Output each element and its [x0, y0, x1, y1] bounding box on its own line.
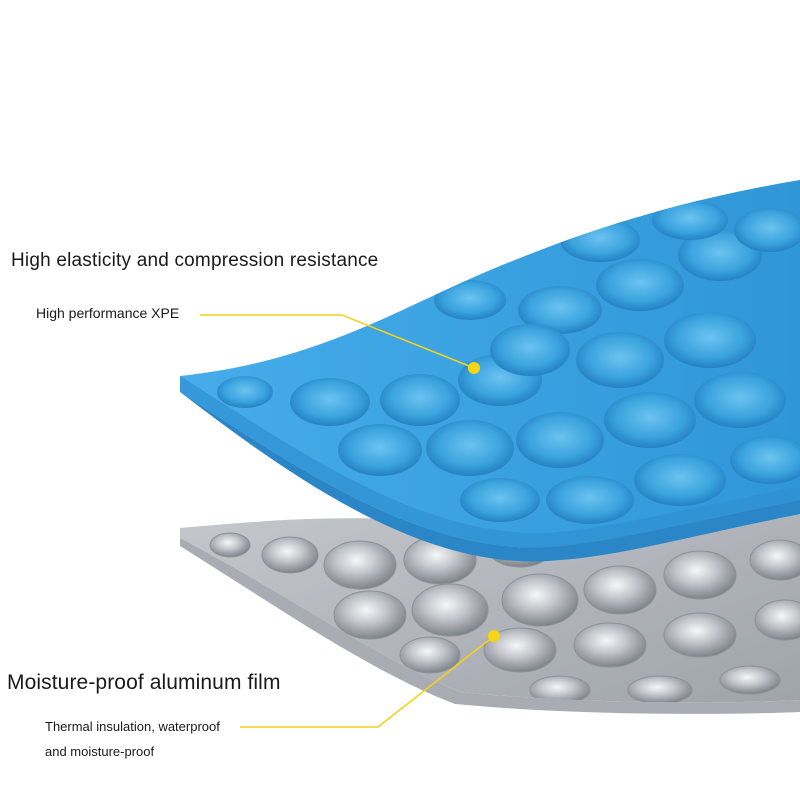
aluminum-bubble — [663, 612, 737, 658]
foam-dimple — [426, 420, 514, 476]
foam-dimple — [664, 312, 756, 368]
aluminum-bubble — [627, 675, 693, 703]
foam-dimple — [290, 378, 370, 426]
foam-dimples — [217, 200, 800, 524]
aluminum-bubble — [261, 536, 319, 574]
foam-dimple — [730, 436, 800, 484]
foam-dimple — [338, 424, 422, 476]
foam-dimple — [546, 476, 634, 524]
aluminum-bubble — [573, 622, 647, 668]
callout-top — [200, 314, 480, 374]
foam-dimple — [516, 412, 604, 468]
foam-dimple — [576, 332, 664, 388]
aluminum-bubble — [719, 665, 781, 695]
bottom-layer-heading: Moisture-proof aluminum film — [7, 671, 281, 694]
aluminum-bubble — [323, 540, 397, 590]
aluminum-bubble — [333, 590, 407, 640]
aluminum-bubble — [411, 583, 489, 637]
foam-dimple — [652, 200, 728, 240]
callout-bottom — [240, 630, 500, 728]
foam-dimple — [694, 372, 786, 428]
aluminum-bubble — [529, 675, 591, 703]
foam-dimple — [560, 218, 640, 262]
aluminum-bubble — [399, 636, 461, 674]
foam-dimple — [518, 286, 602, 334]
aluminum-bubble — [483, 627, 557, 673]
bottom-layer-description-line2: and moisture-proof — [45, 744, 155, 759]
foam-dimple — [734, 208, 800, 252]
aluminum-bubble — [583, 565, 657, 615]
foam-dimple — [596, 259, 684, 311]
callout-dot-icon — [468, 362, 480, 374]
foam-dimple — [490, 324, 570, 376]
aluminum-bubble — [501, 573, 579, 627]
aluminum-bubble — [663, 550, 737, 600]
aluminum-bubble — [749, 539, 800, 581]
callout-line-icon — [200, 314, 475, 369]
top-layer-material-label: High performance XPE — [36, 305, 180, 321]
aluminum-bubble — [754, 599, 800, 641]
bottom-layer-description-line1: Thermal insulation, waterproof — [45, 719, 220, 734]
foam-dimple — [217, 376, 273, 408]
foam-dimple — [460, 478, 540, 522]
xpe-foam-layer — [180, 180, 800, 562]
aluminum-bubble — [209, 532, 251, 558]
callout-line-icon — [240, 635, 495, 728]
top-layer-heading: High elasticity and compression resistan… — [11, 250, 379, 271]
foam-dimple — [380, 374, 460, 426]
callout-dot-icon — [488, 630, 500, 642]
foam-dimple — [604, 392, 696, 448]
foam-dimple — [634, 454, 726, 506]
foam-dimple — [434, 280, 506, 320]
